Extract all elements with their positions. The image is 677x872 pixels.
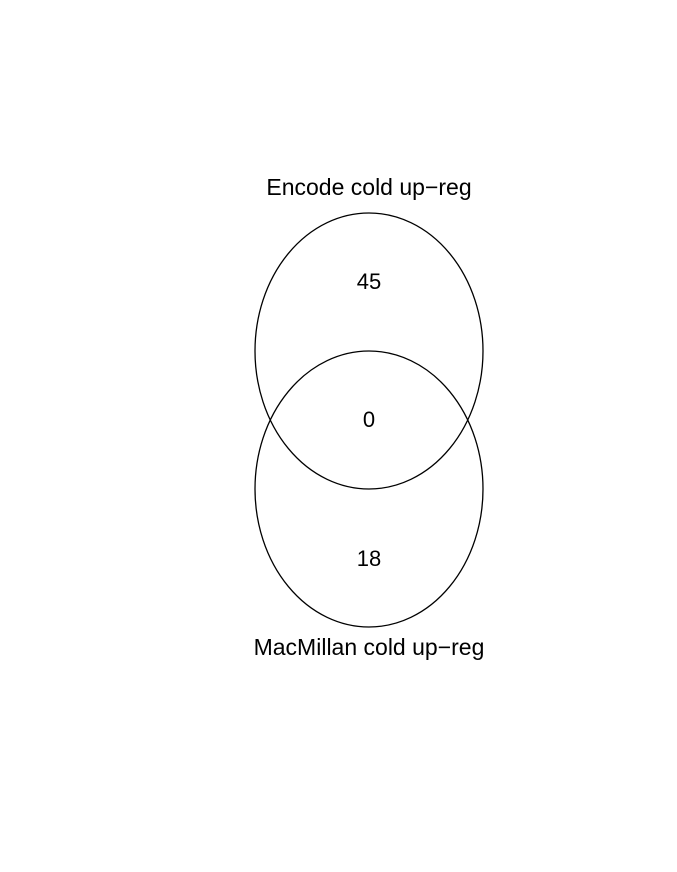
- set-a-label: Encode cold up−reg: [266, 174, 471, 200]
- set-b-only-count: 18: [357, 546, 381, 571]
- set-b-label: MacMillan cold up−reg: [254, 634, 485, 660]
- set-a-only-count: 45: [357, 269, 381, 294]
- set-a-circle: [254, 212, 484, 490]
- intersection-count: 0: [363, 407, 375, 432]
- set-b-circle: [254, 350, 484, 628]
